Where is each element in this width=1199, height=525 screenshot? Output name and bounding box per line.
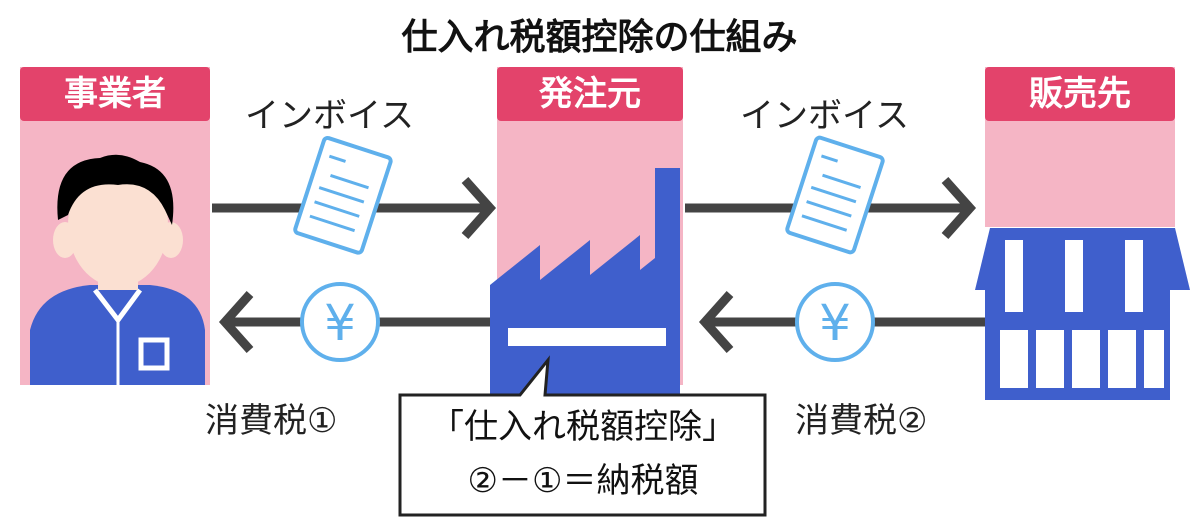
yen-icon-2: ¥ [795, 282, 875, 362]
seller-header: 販売先 [985, 67, 1175, 121]
yen-icon-1: ¥ [300, 282, 380, 362]
shop-icon [975, 228, 1190, 400]
business-header: 事業者 [20, 67, 210, 121]
callout-line-2: ②－①＝納税額 [467, 461, 699, 501]
callout-line-1: 「仕入れ税額控除」 [430, 407, 736, 447]
invoice-icon-1 [293, 135, 393, 255]
orderer-header: 発注元 [497, 67, 683, 121]
tax-label-2: 消費税② [795, 401, 928, 441]
callout-text: 「仕入れ税額控除」 ②－①＝納税額 [403, 400, 763, 508]
person-icon [30, 154, 205, 385]
tax-label-1: 消費税① [205, 401, 338, 441]
svg-text:¥: ¥ [324, 294, 356, 352]
invoice-icon-2 [785, 135, 885, 255]
invoice-label-1: インボイス [245, 96, 414, 136]
invoice-label-2: インボイス [740, 96, 909, 136]
svg-text:¥: ¥ [819, 294, 851, 352]
diagram-title: 仕入れ税額控除の仕組み [401, 17, 798, 58]
factory-icon [490, 168, 680, 395]
callout-bubble [398, 355, 767, 517]
